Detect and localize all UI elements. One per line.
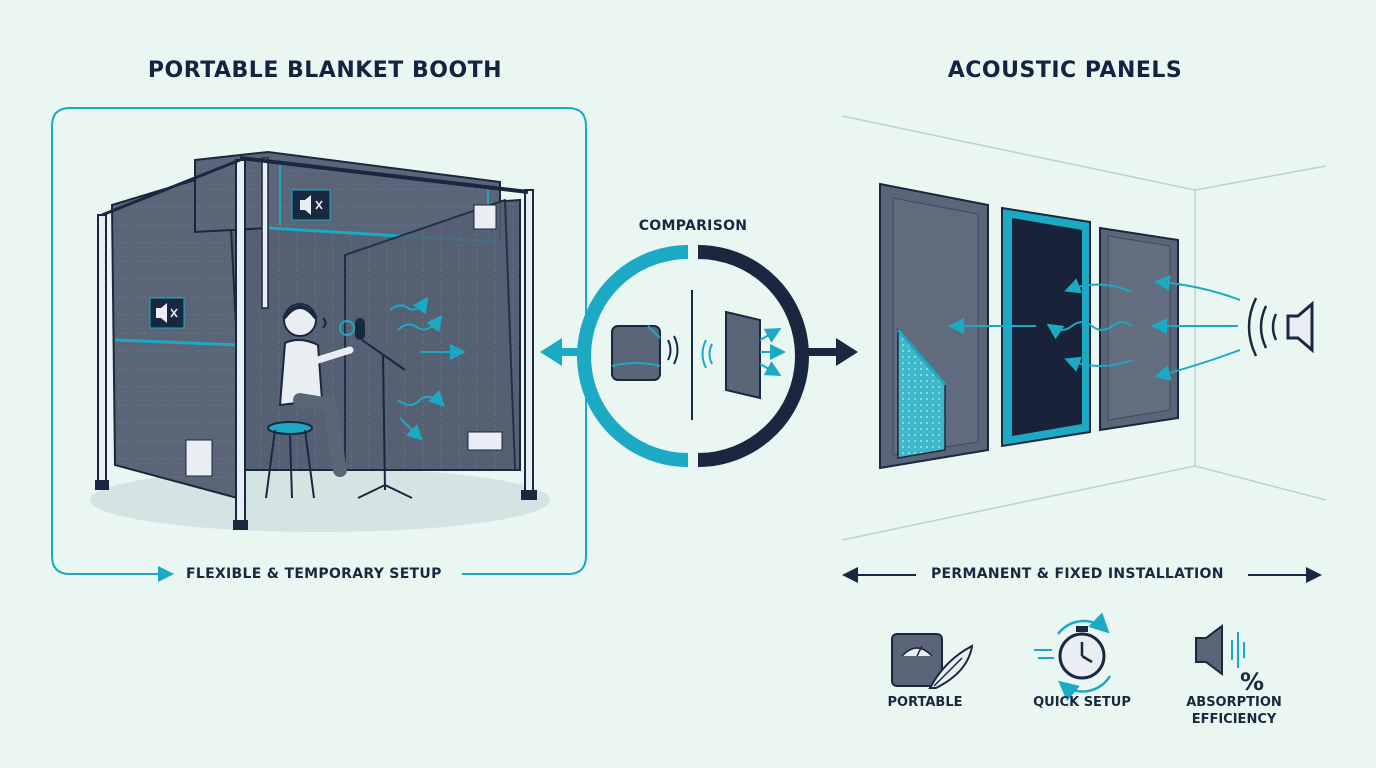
comparison-label: COMPARISON xyxy=(638,218,748,234)
feature-portable: PORTABLE xyxy=(855,620,995,711)
stopwatch-icon xyxy=(1034,612,1112,702)
label-tag-2 xyxy=(467,431,503,451)
booth-section-title: PORTABLE BLANKET BOOTH xyxy=(147,58,503,83)
label-tag-3 xyxy=(473,204,497,230)
folded-blanket-icon xyxy=(611,325,679,381)
label-tag xyxy=(185,439,213,477)
booth-caption: FLEXIBLE & TEMPORARY SETUP xyxy=(186,566,442,582)
svg-text:%: % xyxy=(1240,668,1264,696)
scale-feather-icon xyxy=(891,633,974,689)
panels-caption: PERMANENT & FIXED INSTALLATION xyxy=(931,566,1224,582)
panels-section-title: ACOUSTIC PANELS xyxy=(947,58,1183,83)
panel-sound-arrows xyxy=(948,274,1241,381)
speaker-icon xyxy=(1247,297,1314,357)
mute-badge-icon xyxy=(291,189,331,221)
person-with-headphones-icon xyxy=(278,303,354,477)
feature-label: QUICK SETUP xyxy=(1033,695,1131,710)
speaker-percent-icon: % xyxy=(1195,624,1264,696)
feature-label: PORTABLE xyxy=(887,695,963,710)
mini-acoustic-panel-icon xyxy=(701,310,786,400)
acoustic-panels-illustration xyxy=(879,182,1314,470)
booth-sound-arrows xyxy=(389,296,466,441)
microphone-stand-icon xyxy=(339,318,413,499)
feature-absorption-efficiency: ABSORPTION EFFICIENCY xyxy=(1164,620,1304,728)
comparison-circle xyxy=(540,245,858,467)
feature-label-line1: ABSORPTION xyxy=(1186,695,1282,710)
mute-badge-icon-2 xyxy=(149,297,185,329)
feature-label-line2: EFFICIENCY xyxy=(1191,712,1277,727)
stool-icon xyxy=(265,421,315,499)
feature-quick-setup: QUICK SETUP xyxy=(1012,620,1152,711)
blanket-booth-illustration xyxy=(90,150,550,532)
room-perspective-lines xyxy=(841,115,1327,541)
